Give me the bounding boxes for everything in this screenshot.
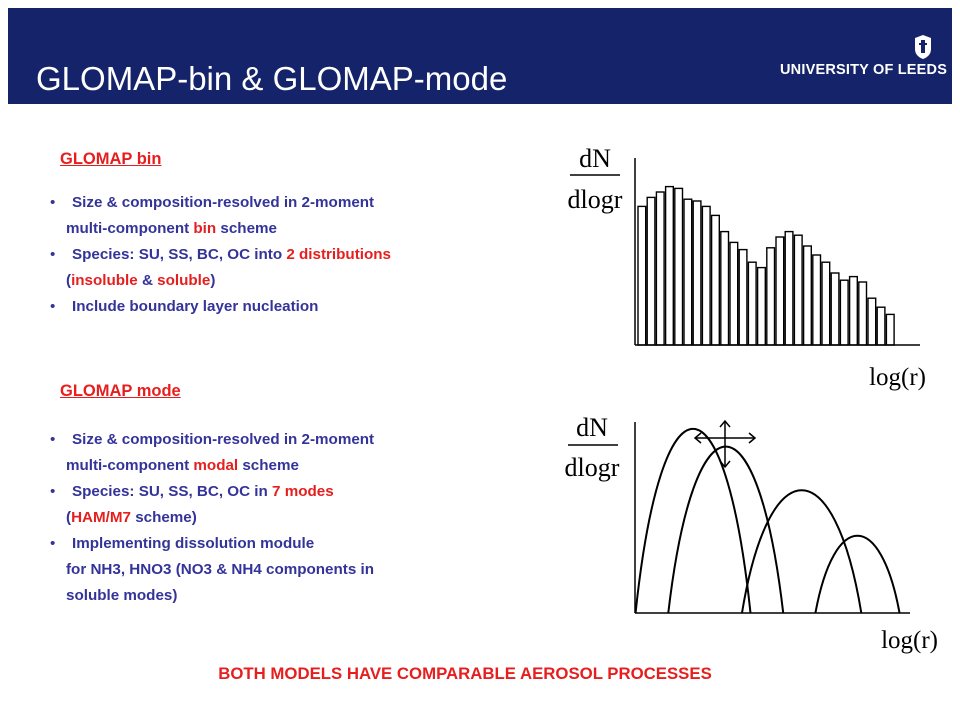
bullet-line: Include boundary layer nucleation (72, 294, 391, 320)
bullet-text: Size & composition-resolved in 2-moment (72, 431, 375, 448)
bullet-text: ( (66, 272, 72, 289)
bin-bars (637, 185, 895, 346)
bin-bar (655, 191, 665, 346)
bin-bar (821, 261, 831, 346)
slide-title: GLOMAP-bin & GLOMAP-mode (36, 60, 508, 97)
highlighted-text: HAM/M7 (71, 509, 131, 526)
bullet-item: Species: SU, SS, BC, OC into 2 distribut… (46, 242, 391, 294)
bin-bar (701, 205, 711, 346)
bullet-text: ) (210, 272, 216, 289)
bin-bar (848, 275, 859, 346)
bullet-line: multi-component modal scheme (66, 453, 374, 479)
bin-bar (674, 187, 684, 346)
bin-bar (830, 272, 840, 346)
mode-chart-xlabel: log(r) (881, 627, 938, 654)
bullet-text: multi-component (66, 220, 194, 237)
university-logo: UNIVERSITY OF LEEDS (780, 30, 947, 86)
bullet-line: multi-component bin scheme (66, 216, 391, 242)
highlighted-text: bin (193, 220, 217, 237)
bullet-text: Implementing dissolution module (72, 535, 315, 552)
bullet-line: Species: SU, SS, BC, OC in 7 modes (72, 479, 374, 505)
bullet-text: scheme (216, 220, 277, 237)
bullet-text: scheme) (130, 509, 197, 526)
bin-chart-xlabel: log(r) (869, 364, 926, 391)
mode-curve (740, 489, 863, 614)
highlighted-text: 7 modes (272, 483, 334, 500)
bullet-item: Size & composition-resolved in 2-moment m… (46, 427, 374, 479)
bin-bar (646, 196, 656, 346)
bullet-item: Species: SU, SS, BC, OC in 7 modes(HAM/M… (46, 479, 374, 531)
bin-bar (766, 247, 776, 346)
mode-chart-ylabel-top: dN (576, 413, 608, 442)
bin-size-distribution-chart: dN dlogr log(r) (568, 144, 926, 391)
mode-curves (634, 427, 901, 614)
mode-bullet-list: Size & composition-resolved in 2-moment m… (46, 427, 374, 609)
highlighted-text: modal (193, 457, 239, 474)
bin-bar (738, 248, 748, 346)
bullet-text: Include boundary layer nucleation (72, 298, 319, 315)
bullet-text: soluble modes) (66, 587, 178, 604)
modal-size-distribution-chart: dN dlogr log(r) (565, 413, 938, 654)
bin-bar (756, 266, 767, 346)
bullet-item: Include boundary layer nucleation (46, 294, 391, 320)
bullet-line: Size & composition-resolved in 2-moment (72, 190, 391, 216)
bullet-line: Implementing dissolution module (72, 531, 374, 557)
bin-bar (664, 185, 674, 346)
mode-curve (814, 534, 901, 614)
bin-bar (637, 205, 647, 346)
highlighted-text: 2 distributions (286, 246, 391, 263)
bin-bar (729, 241, 739, 346)
bin-bar (784, 230, 794, 346)
bin-chart-ylabel-bottom: dlogr (568, 185, 623, 214)
header-banner: GLOMAP-bin & GLOMAP-mode UNIVERSITY OF L… (8, 8, 952, 104)
bullet-text: Size & composition-resolved in 2-moment (72, 194, 375, 211)
bin-bar (747, 261, 757, 346)
mode-chart-ylabel-bottom: dlogr (565, 453, 620, 482)
bullet-line: Species: SU, SS, BC, OC into 2 distribut… (72, 242, 391, 268)
highlighted-text: soluble (157, 272, 211, 289)
bin-chart-ylabel-top: dN (579, 144, 611, 173)
mode-section-heading: GLOMAP mode (60, 382, 181, 400)
bin-bar (775, 236, 785, 346)
bin-section-heading: GLOMAP bin (60, 150, 162, 168)
bin-bar (812, 254, 822, 346)
bin-bar (683, 198, 693, 346)
bullet-text: multi-component (66, 457, 194, 474)
bullet-text: & (137, 272, 158, 289)
bin-bar (793, 234, 803, 346)
bullet-line: soluble modes) (66, 583, 374, 609)
bullet-line: (insoluble & soluble) (66, 268, 391, 294)
bullet-line: for NH3, HNO3 (NO3 & NH4 components in (66, 557, 374, 583)
bin-bar (710, 214, 721, 346)
bullet-item: Implementing dissolution module for NH3, … (46, 531, 374, 609)
mode-curve (667, 445, 785, 614)
bin-bar (867, 297, 877, 346)
bullet-line: (HAM/M7 scheme) (66, 505, 374, 531)
bin-bar (720, 230, 730, 346)
logo-text: UNIVERSITY OF LEEDS (780, 62, 948, 78)
mode-shift-arrows-icon (693, 419, 757, 469)
mode-curve (634, 427, 752, 614)
bullet-text: Species: SU, SS, BC, OC into (72, 246, 287, 263)
bin-bar (885, 313, 895, 346)
bullet-text: ( (66, 509, 72, 526)
bin-bar (839, 279, 849, 346)
bin-bullet-list: Size & composition-resolved in 2-moment m… (46, 190, 391, 320)
bin-bar (692, 200, 702, 346)
highlighted-text: insoluble (71, 272, 138, 289)
bullet-item: Size & composition-resolved in 2-moment m… (46, 190, 391, 242)
bin-bar (802, 245, 813, 346)
bullet-text: for NH3, HNO3 (NO3 & NH4 components in (66, 561, 374, 578)
footer-statement: BOTH MODELS HAVE COMPARABLE AEROSOL PROC… (218, 664, 712, 683)
leeds-crest-icon (915, 35, 931, 59)
bullet-text: Species: SU, SS, BC, OC in (72, 483, 273, 500)
bin-bar (876, 306, 886, 346)
bin-bar (858, 281, 868, 346)
bullet-line: Size & composition-resolved in 2-moment (72, 427, 374, 453)
bullet-text: scheme (238, 457, 299, 474)
